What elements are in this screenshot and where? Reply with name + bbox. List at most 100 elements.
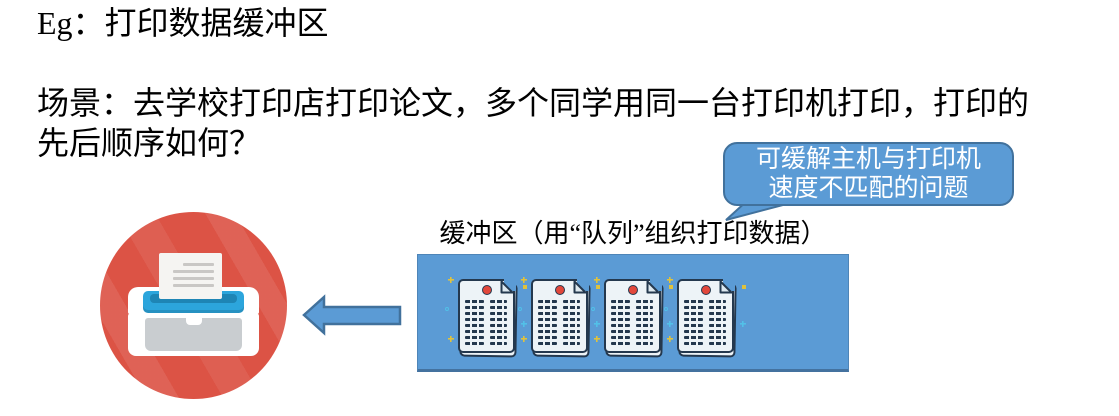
text-line [636, 342, 653, 345]
text-line [684, 342, 703, 345]
text-line [611, 306, 630, 309]
document-text-row [538, 300, 580, 303]
text-line [490, 324, 507, 327]
buffer-label: 缓冲区（用“队列”组织打印数据） [439, 219, 827, 248]
buffer-box [417, 254, 849, 372]
document-text-row [611, 318, 653, 321]
text-line [611, 336, 630, 339]
document-text-row [538, 318, 580, 321]
text-line [611, 330, 630, 333]
document-text-row [465, 306, 507, 309]
text-line [538, 312, 557, 315]
text-line [538, 342, 557, 345]
scenario-line-2: 先后顺序如何？ [37, 125, 262, 161]
document-text-row [465, 330, 507, 333]
text-line [709, 312, 726, 315]
text-line [611, 324, 630, 327]
document-text-row [465, 336, 507, 339]
text-line [465, 318, 484, 321]
text-line [563, 330, 580, 333]
text-line [465, 330, 484, 333]
document-text-lines [538, 300, 580, 345]
sparkle-icon [445, 307, 449, 311]
document-text-row [538, 342, 580, 345]
sparkle-icon [594, 277, 600, 283]
document-text-row [684, 324, 726, 327]
text-line [490, 342, 507, 345]
document-text-row [611, 324, 653, 327]
text-line [684, 312, 703, 315]
sparkle-icon [669, 285, 673, 289]
sparkle-icon [667, 321, 673, 327]
text-line [538, 306, 557, 309]
callout-line-2: 速度不匹配的问题 [768, 175, 969, 202]
text-line [636, 324, 653, 327]
document-text-row [684, 312, 726, 315]
document-text-row [611, 342, 653, 345]
callout-line-1: 可缓解主机与打印机 [755, 146, 981, 173]
text-line [563, 306, 580, 309]
sparkle-icon [591, 307, 595, 311]
red-dot-icon [700, 285, 711, 295]
text-line [538, 324, 557, 327]
document-text-row [538, 336, 580, 339]
text-line [490, 300, 507, 303]
printer-panel-notch [185, 318, 202, 325]
sparkle-icon [664, 307, 668, 311]
sparkle-icon [667, 277, 673, 283]
text-line [538, 330, 557, 333]
sparkle-icon [521, 336, 527, 342]
text-line [465, 324, 484, 327]
text-line [538, 336, 557, 339]
document-text-row [611, 336, 653, 339]
text-line [490, 336, 507, 339]
text-line [563, 300, 580, 303]
text-line [538, 300, 557, 303]
document-text-row [465, 318, 507, 321]
document-icon [531, 278, 589, 353]
document-text-row [684, 342, 726, 345]
document-text-row [465, 300, 507, 303]
text-line [684, 300, 703, 303]
text-line [465, 300, 484, 303]
folded-corner-icon [500, 280, 514, 294]
text-line [709, 306, 726, 309]
sparkle-icon [523, 285, 527, 289]
text-line [709, 330, 726, 333]
document-text-lines [465, 300, 507, 345]
sparkle-icon [742, 285, 746, 289]
document-text-row [611, 330, 653, 333]
text-line [490, 330, 507, 333]
text-line [684, 336, 703, 339]
text-line [709, 342, 726, 345]
scenario-line-1: 场景：去学校打印店打印论文，多个同学用同一台打印机打印，打印的 [37, 85, 1030, 121]
text-line [684, 306, 703, 309]
document-text-row [538, 330, 580, 333]
text-line [465, 342, 484, 345]
text-line [709, 336, 726, 339]
text-line [563, 342, 580, 345]
text-line [538, 318, 557, 321]
document-text-row [684, 336, 726, 339]
text-line [636, 300, 653, 303]
sparkle-icon [594, 336, 600, 342]
scenario-text: 场景：去学校打印店打印论文，多个同学用同一台打印机打印，打印的 先后顺序如何？ [37, 83, 1029, 163]
sparkle-icon [448, 277, 454, 283]
text-line [465, 336, 484, 339]
document-text-row [611, 306, 653, 309]
sparkle-icon [667, 336, 673, 342]
text-line [611, 300, 630, 303]
sparkle-icon [448, 336, 454, 342]
document-text-row [684, 330, 726, 333]
document-text-row [465, 342, 507, 345]
document-icon [604, 278, 662, 353]
print-job-document [664, 277, 746, 358]
text-line [636, 330, 653, 333]
text-line [709, 324, 726, 327]
red-dot-icon [554, 285, 565, 295]
text-line [709, 318, 726, 321]
document-text-row [538, 312, 580, 315]
document-text-row [611, 300, 653, 303]
sparkle-icon [740, 321, 746, 327]
